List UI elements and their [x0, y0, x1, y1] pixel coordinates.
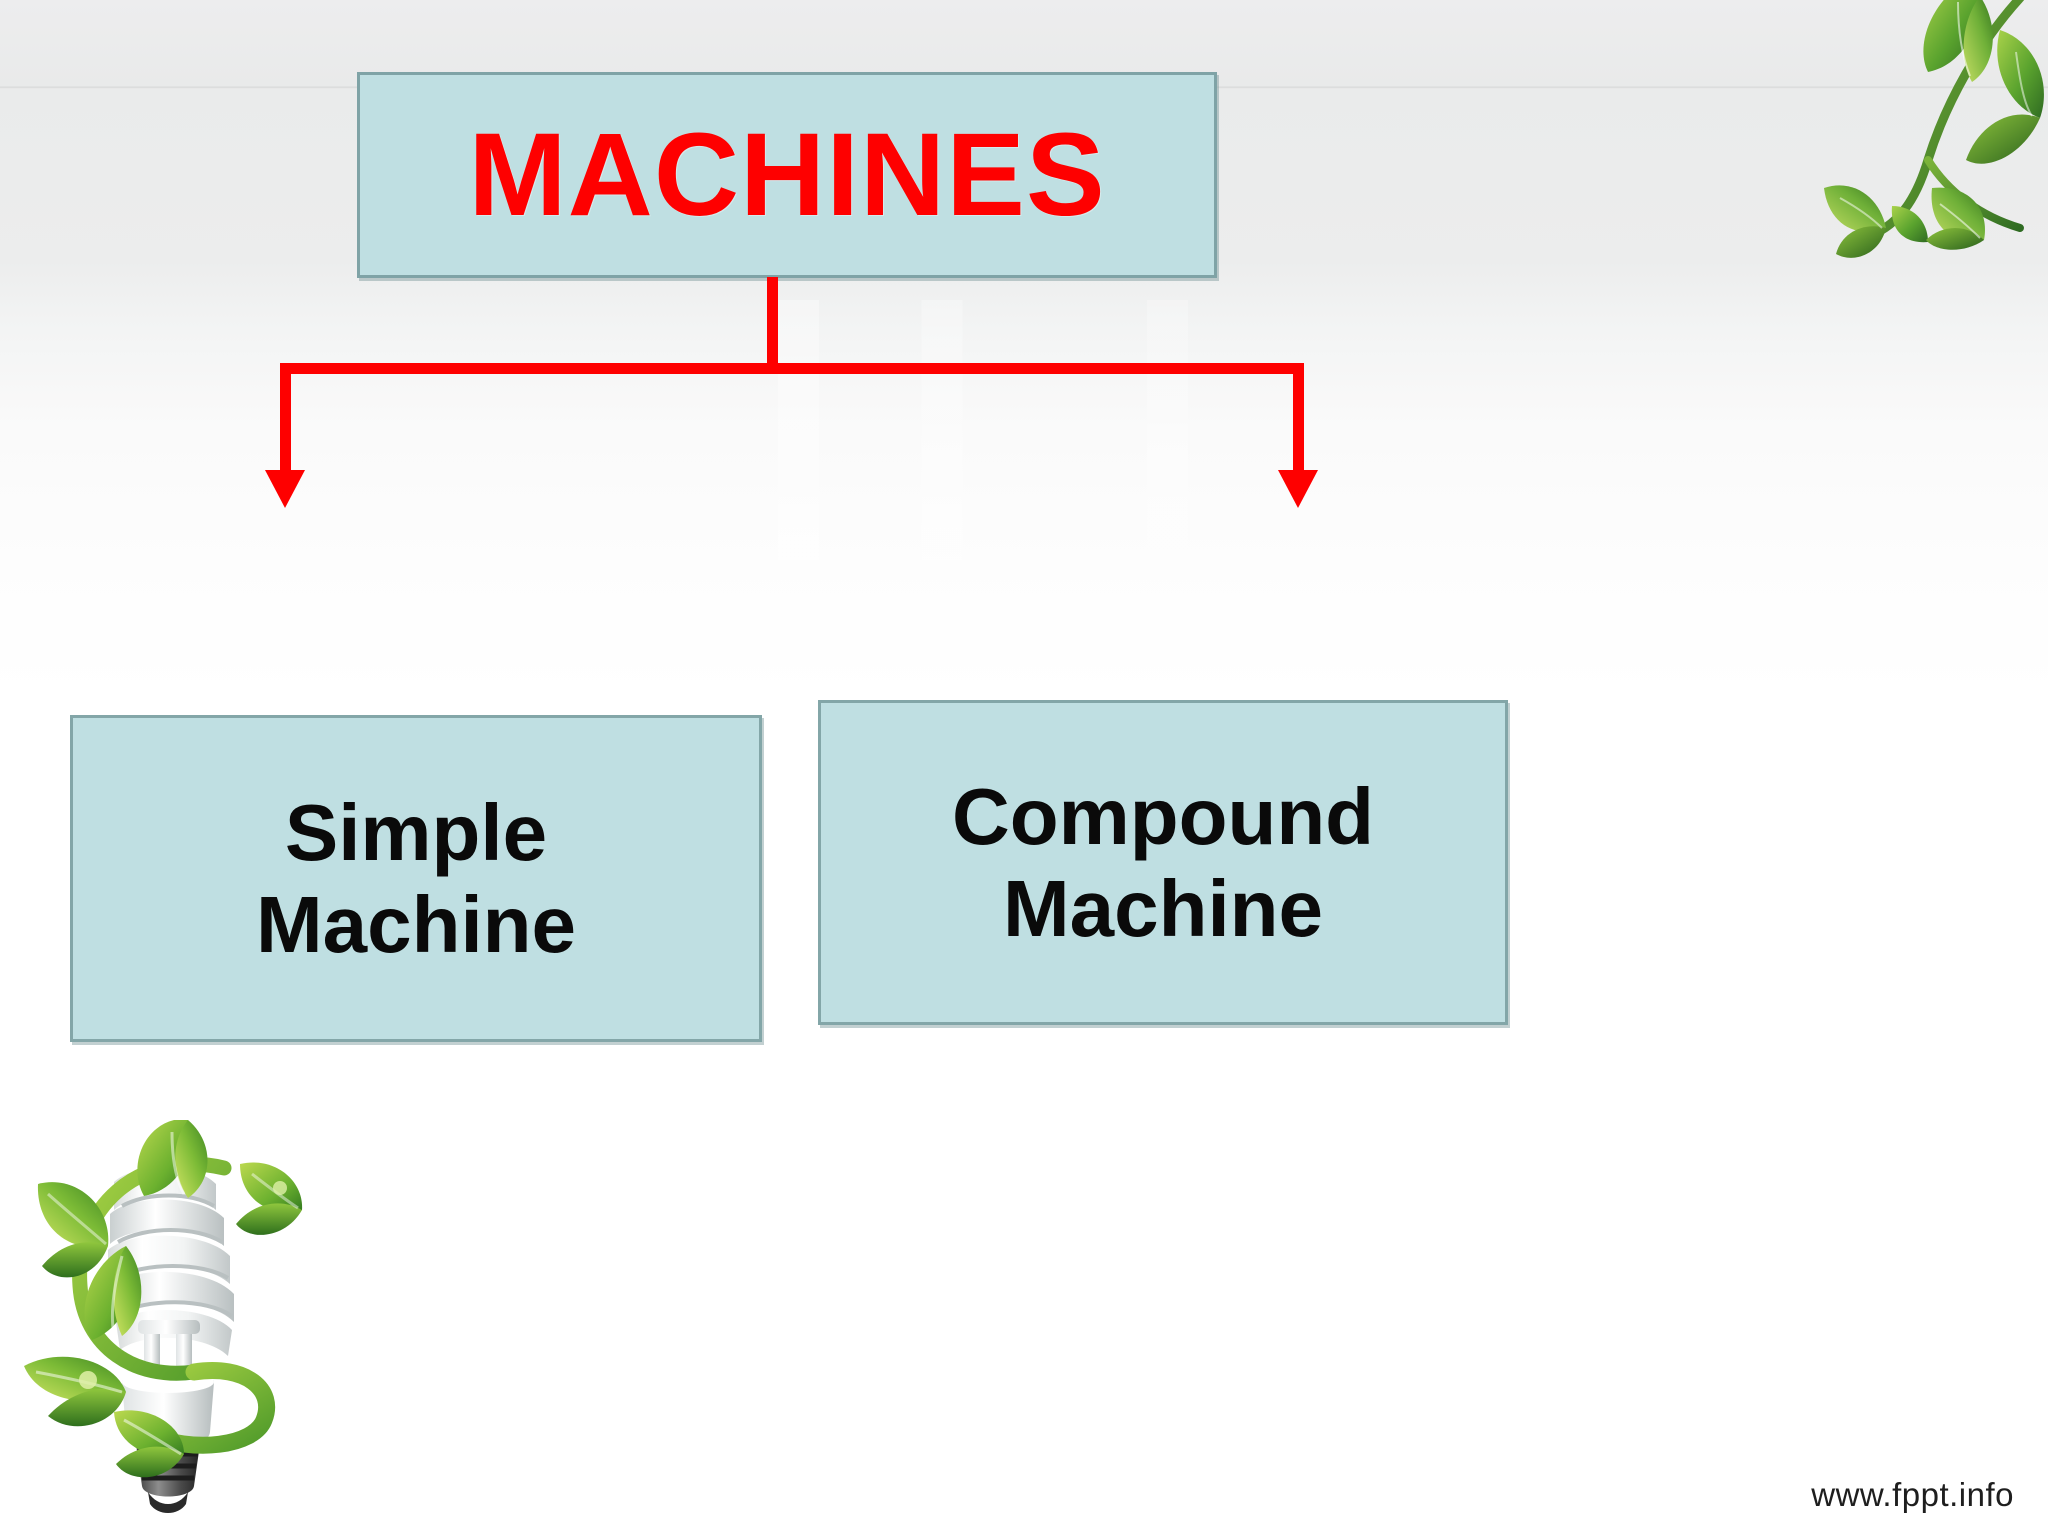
node-compound-machine-label: Compound Machine: [952, 771, 1374, 955]
node-simple-machine-line2: Machine: [255, 879, 577, 969]
background-band-top: [0, 0, 2048, 86]
connector-drop-right: [1293, 363, 1304, 473]
node-machines[interactable]: MACHINES: [357, 72, 1217, 278]
node-compound-machine-line1: Compound: [951, 771, 1375, 861]
arrowhead-right-icon: [1278, 470, 1318, 508]
node-simple-machine[interactable]: Simple Machine: [70, 715, 762, 1042]
node-compound-machine[interactable]: Compound Machine: [818, 700, 1508, 1025]
node-machines-label: MACHINES: [468, 109, 1106, 241]
node-compound-machine-line2: Machine: [1002, 863, 1324, 953]
node-simple-machine-line1: Simple: [284, 787, 548, 877]
arrowhead-left-icon: [265, 470, 305, 508]
eco-lightbulb-icon: [24, 1120, 303, 1513]
connector-horizontal: [280, 363, 1304, 374]
background-column-seams: [0, 300, 2048, 560]
footer-url: www.fppt.info: [1811, 1476, 2014, 1513]
connector-drop-left: [280, 363, 291, 473]
connector-stem: [767, 277, 778, 369]
node-simple-machine-label: Simple Machine: [256, 787, 576, 971]
